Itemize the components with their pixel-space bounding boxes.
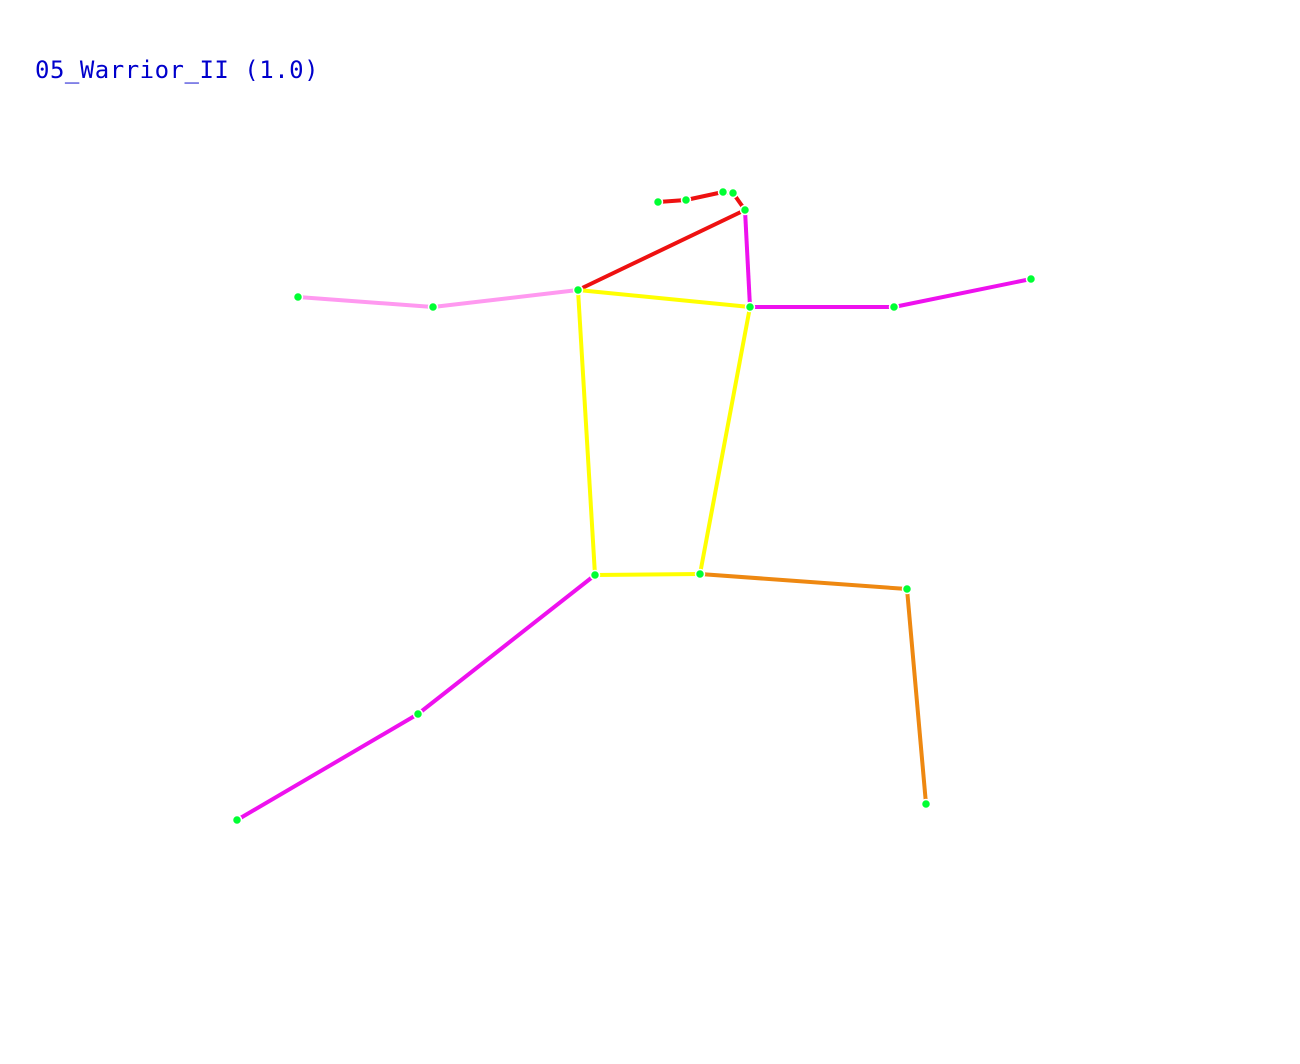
bone-neck-nose [577, 208, 746, 292]
skeleton-bones [235, 190, 1032, 822]
bone-left-upper-arm [432, 288, 579, 309]
bone-right-torso [698, 306, 752, 575]
joint-r-knee [901, 583, 913, 595]
joint-ear-a [680, 194, 692, 206]
joint-nose [739, 204, 751, 216]
joint-eye-b [717, 186, 729, 198]
bone-eye-ear [685, 190, 724, 202]
joint-r-hip [694, 568, 706, 580]
bone-right-forearm [893, 277, 1032, 309]
joint-eye-a [727, 187, 739, 199]
bone-left-torso [576, 289, 597, 576]
joint-r-elbow [888, 301, 900, 313]
joint-l-ankle [231, 814, 243, 826]
joint-l-elbow [427, 301, 439, 313]
joint-l-wrist [292, 291, 304, 303]
bone-hip-line [594, 572, 701, 577]
bone-shoulder-line [577, 288, 751, 309]
skeleton-joints [231, 186, 1037, 826]
bone-left-thigh [416, 573, 597, 716]
pose-label: 05_Warrior_II (1.0) [35, 56, 320, 84]
bone-right-shin [905, 588, 928, 805]
bone-left-shin [235, 712, 420, 822]
joint-r-wrist [1025, 273, 1037, 285]
bone-head-shoulder [743, 209, 752, 308]
joint-ear-b [652, 196, 664, 208]
joint-neck [572, 284, 584, 296]
joint-l-hip [589, 569, 601, 581]
joint-l-knee [412, 708, 424, 720]
joint-r-ankle [920, 798, 932, 810]
joint-r-shoulder [744, 301, 756, 313]
bone-right-thigh [699, 572, 908, 591]
bone-left-forearm [297, 295, 434, 309]
